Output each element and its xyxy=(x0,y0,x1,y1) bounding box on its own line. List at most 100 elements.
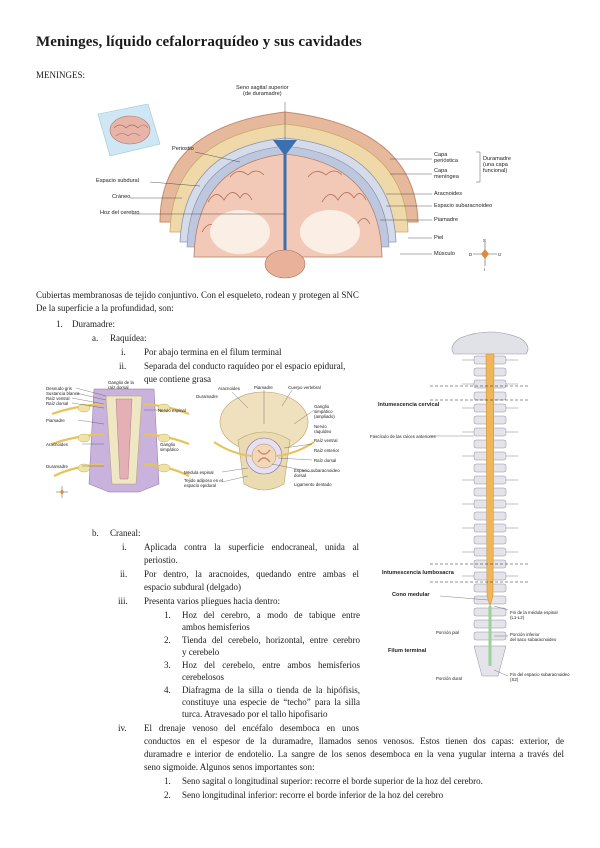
fig2-label: Nervio espinal xyxy=(158,408,186,413)
pliegue-3-cont: cerebelosos xyxy=(182,672,224,682)
cra-item-1-cont: periostio. xyxy=(144,555,178,565)
compass-icon xyxy=(56,486,68,498)
list-marker: 2. xyxy=(164,635,171,645)
compass-d: D xyxy=(469,252,473,257)
vertebra-section-figure: Aracnoides Duramadre Piamadre Cuerpo ver… xyxy=(182,384,352,504)
spine-label: Porción pial xyxy=(436,630,459,635)
label-aracnoides: Aracnoides xyxy=(434,191,462,197)
fig3-label: Raíz dorsal xyxy=(314,458,337,463)
fig3-label: Ganglio simpático (ampliado) xyxy=(314,404,335,419)
fig3-label: Ligamento dentado xyxy=(294,482,332,487)
list-marker: iii. xyxy=(118,596,128,606)
list-marker: 1. xyxy=(164,610,171,620)
list-marker: 1. xyxy=(164,776,171,786)
fig2-label: Duramadre xyxy=(46,464,68,469)
spine-label: Fin de la médula espinal (L1-L2) xyxy=(510,610,558,620)
raq-item-2: Separada del conducto raquídeo por el es… xyxy=(144,361,346,371)
compass-icon xyxy=(473,242,497,266)
list-marker: i. xyxy=(121,347,126,357)
cra-item-2: Por dentro, la aracnoides, quedando entr… xyxy=(144,569,359,579)
pliegue-1: Hoz del cerebro, a modo de tabique entre xyxy=(182,610,360,620)
label-capa-meningea: Capa meníngea xyxy=(434,168,459,180)
label-periostio: Periostio xyxy=(172,146,194,152)
seno-2: Seno longitudinal inferior: recorre el b… xyxy=(182,790,444,800)
cra-item-1: Aplicada contra la superficie endocranea… xyxy=(144,542,359,552)
label-musculo: Músculo xyxy=(434,251,455,257)
fig3-label: Raíz ventral xyxy=(314,438,338,443)
spine-label: Fascículo de las raíces anteriores xyxy=(370,434,436,439)
compass-s: S xyxy=(483,238,486,243)
pliegue-2: Tienda del cerebelo, horizontal, entre c… xyxy=(182,635,360,645)
spine-label: Porción inferior del saco subaracnoideo xyxy=(510,632,557,642)
fig3-label: Espacio subaracnoideo dorsal xyxy=(294,468,340,478)
list-marker: 2. xyxy=(164,790,171,800)
pliegue-4-cont2: turca. Atravesado por el tallo hipofisar… xyxy=(182,709,328,719)
pliegue-4: Diafragma de la silla o tienda de la hip… xyxy=(182,685,360,695)
seno-1: Seno sagital o longitudinal superior: re… xyxy=(182,776,483,786)
fig3-label: Cuerpo vertebral xyxy=(288,385,321,390)
fig2-label: Piamadre xyxy=(46,418,65,423)
intro-line-1: Cubiertas membranosas de tejido conjunti… xyxy=(36,290,359,300)
fig3-label: Piamadre xyxy=(254,385,273,390)
intro-line-2: De la superficie a la profundidad, son: xyxy=(36,303,174,313)
pliegue-3: Hoz del cerebelo, entre ambos hemisferio… xyxy=(182,660,360,670)
pliegue-4-cont: constituye una especie de “techo” para l… xyxy=(182,697,360,707)
head-section-illustration xyxy=(97,102,497,279)
spine-label: Porción dural xyxy=(436,676,462,681)
raq-item-2-cont: que contiene grasa xyxy=(144,374,211,384)
list-marker: iv. xyxy=(118,723,127,733)
item-duramadre: Duramadre: xyxy=(72,319,115,329)
spine-label: Intumescencia lumbosacra xyxy=(382,570,454,576)
spinal-cord-figure: Desnudo gris Sustancia blanca Raíz ventr… xyxy=(44,380,194,504)
label-espacio-subdural: Espacio subdural xyxy=(96,178,139,184)
iv-line-2: conductos en el espesor de la duramadre,… xyxy=(144,736,564,746)
list-marker: 4. xyxy=(164,685,171,695)
fig3-label: Tejido adiposo en el espacio epidural xyxy=(184,478,223,488)
iv-line-3: duramadre e interior de endotelio. La sa… xyxy=(144,749,564,759)
fig2-label: Sustancia blanca xyxy=(46,391,80,396)
compass-i: I xyxy=(484,267,486,272)
pliegue-2-cont: y cerebelo xyxy=(182,647,220,657)
label-hoz-cerebro: Hoz del cerebro xyxy=(100,210,140,216)
label-piel: Piel xyxy=(434,235,444,241)
fig2-label: Raíz dorsal xyxy=(46,401,69,406)
label-craneo: Cráneo xyxy=(112,194,131,200)
meninges-head-figure: Seno sagital superior (de duramadre) Per… xyxy=(90,82,535,282)
list-marker: a. xyxy=(92,333,99,343)
list-marker: 3. xyxy=(164,660,171,670)
fig3-label: Duramadre xyxy=(196,394,218,399)
fig2-label: Raíz ventral xyxy=(46,396,70,401)
fig2-label: Ganglio simpático xyxy=(160,442,179,452)
item-raquidea: Raquídea: xyxy=(110,333,147,343)
spine-label: Intumescencia cervical xyxy=(378,402,440,408)
list-marker: i. xyxy=(122,542,127,552)
list-marker: 1. xyxy=(56,319,63,329)
spine-label: Filum terminal xyxy=(388,648,427,654)
list-marker: b. xyxy=(92,528,99,538)
fig2-label: Aracnoides xyxy=(46,442,68,447)
spine-label: Cono medular xyxy=(392,592,430,598)
page-title: Meninges, líquido cefalorraquídeo y sus … xyxy=(36,34,362,50)
cra-item-3: Presenta varios pliegues hacia dentro: xyxy=(144,596,280,606)
fig2-label: Desnudo gris xyxy=(46,386,72,391)
iv-line-1: El drenaje venoso del encéfalo desemboca… xyxy=(144,723,359,733)
fig3-label: Médula espinal xyxy=(184,470,214,475)
list-marker: ii. xyxy=(119,361,127,371)
fig3-label: Aracnoides xyxy=(218,386,240,391)
label-piamadre: Piamadre xyxy=(434,217,458,223)
raq-item-1: Por abajo termina en el filum terminal xyxy=(144,347,282,357)
section-heading: MENINGES: xyxy=(36,70,85,80)
cra-item-2-cont: espacio subdural (delgado) xyxy=(144,582,241,592)
compass-iz: Iz xyxy=(498,252,502,257)
fig2-label: Ganglio de la raíz dorsal xyxy=(108,380,134,390)
label-duramadre: Duramadre (una capa funcional) xyxy=(483,156,511,174)
spine-label: Fin del espacio subaracnoideo (S2) xyxy=(510,672,570,682)
fig3-label: Nervio raquídeo xyxy=(314,424,332,434)
list-marker: ii. xyxy=(120,569,128,579)
item-craneal: Craneal: xyxy=(110,528,141,538)
label-seno-sagital: Seno sagital superior (de duramadre) xyxy=(236,85,289,97)
iv-line-4: seno sigmoide. Algunos senos importantes… xyxy=(144,762,315,772)
fig3-label: Raíz enterior xyxy=(314,448,340,453)
pliegue-1-cont: ambos hemisferios xyxy=(182,622,250,632)
spine-figure: Intumescencia cervical Fascículo de las … xyxy=(370,326,570,696)
